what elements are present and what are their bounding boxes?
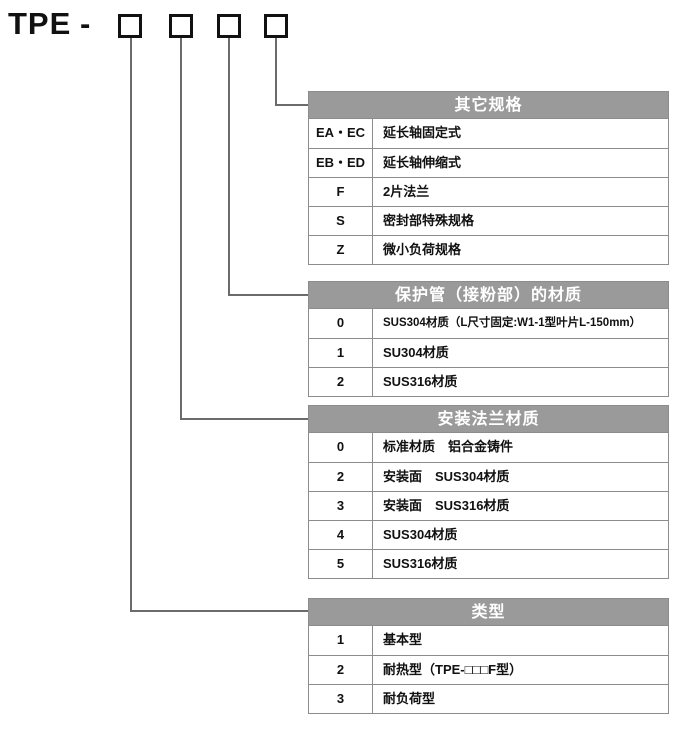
row-code: 2	[309, 463, 373, 491]
spec-table-title: 安装法兰材质	[309, 406, 668, 433]
spec-table-body: 0 SUS304材质（L尺寸固定:W1-1型叶片L-150mm） 1 SU304…	[309, 309, 668, 396]
row-code: Z	[309, 236, 373, 264]
row-code: 1	[309, 626, 373, 655]
row-description: SUS304材质（L尺寸固定:W1-1型叶片L-150mm）	[383, 317, 642, 329]
spec-table-title: 类型	[309, 599, 668, 626]
code-box-3[interactable]	[217, 14, 241, 38]
row-code: EA・EC	[309, 119, 373, 148]
row-code: 2	[309, 656, 373, 684]
spec-table-mounting-flange-material: 安装法兰材质 0 标准材质 铝合金铸件 2 安装面 SUS304材质 3 安装面…	[308, 405, 669, 579]
table-row: F 2片法兰	[309, 177, 668, 206]
row-description: 耐负荷型	[383, 691, 436, 706]
connector-vertical-box3	[228, 38, 230, 296]
row-code: EB・ED	[309, 149, 373, 177]
connector-vertical-box2	[180, 38, 182, 420]
spec-table-body: 1 基本型 2 耐热型（TPE-□□□F型） 3 耐负荷型	[309, 626, 668, 713]
table-row: 3 安装面 SUS316材质	[309, 491, 668, 520]
row-description: SUS304材质	[383, 527, 458, 542]
connector-vertical-box4	[275, 38, 277, 106]
row-description: 安装面 SUS304材质	[383, 469, 510, 484]
spec-table-type: 类型 1 基本型 2 耐热型（TPE-□□□F型） 3 耐负荷型	[308, 598, 669, 714]
table-row: 5 SUS316材质	[309, 549, 668, 578]
model-dash-label: -	[80, 6, 91, 41]
table-row: 2 SUS316材质	[309, 367, 668, 396]
row-description: 延长轴固定式	[383, 125, 462, 140]
row-code: 2	[309, 368, 373, 396]
table-row: S 密封部特殊规格	[309, 206, 668, 235]
table-row: 1 基本型	[309, 626, 668, 655]
connector-horizontal-box1	[130, 610, 310, 612]
spec-table-title: 其它规格	[309, 92, 668, 119]
table-row: Z 微小负荷规格	[309, 235, 668, 264]
row-code: F	[309, 178, 373, 206]
row-description: 密封部特殊规格	[383, 213, 475, 228]
table-row: 3 耐负荷型	[309, 684, 668, 713]
row-code: 3	[309, 492, 373, 520]
row-code: 4	[309, 521, 373, 549]
table-row: EB・ED 延长轴伸缩式	[309, 148, 668, 177]
spec-table-body: 0 标准材质 铝合金铸件 2 安装面 SUS304材质 3 安装面 SUS316…	[309, 433, 668, 578]
spec-table-other-specs: 其它规格 EA・EC 延长轴固定式 EB・ED 延长轴伸缩式 F 2片法兰 S …	[308, 91, 669, 265]
row-code: 3	[309, 685, 373, 713]
row-description: 延长轴伸缩式	[383, 155, 462, 170]
row-description: SUS316材质	[383, 556, 458, 571]
code-box-1[interactable]	[118, 14, 142, 38]
row-description: 微小负荷规格	[383, 242, 462, 257]
table-row: 2 耐热型（TPE-□□□F型）	[309, 655, 668, 684]
table-row: 0 SUS304材质（L尺寸固定:W1-1型叶片L-150mm）	[309, 309, 668, 338]
connector-horizontal-box2	[180, 418, 310, 420]
row-description: 基本型	[383, 632, 423, 647]
spec-table-title: 保护管（接粉部）的材质	[309, 282, 668, 309]
connector-horizontal-box4	[275, 104, 310, 106]
row-description: 2片法兰	[383, 184, 430, 199]
row-description: 耐热型（TPE-□□□F型）	[383, 662, 523, 677]
row-description: SUS316材质	[383, 374, 458, 389]
table-row: 4 SUS304材质	[309, 520, 668, 549]
code-box-4[interactable]	[264, 14, 288, 38]
table-row: 1 SU304材质	[309, 338, 668, 367]
row-description: 安装面 SUS316材质	[383, 498, 510, 513]
spec-table-protection-tube-material: 保护管（接粉部）的材质 0 SUS304材质（L尺寸固定:W1-1型叶片L-15…	[308, 281, 669, 397]
row-description: 标准材质 铝合金铸件	[383, 439, 514, 454]
row-code: 0	[309, 309, 373, 338]
row-code: S	[309, 207, 373, 235]
connector-horizontal-box3	[228, 294, 310, 296]
row-code: 1	[309, 339, 373, 367]
table-row: 2 安装面 SUS304材质	[309, 462, 668, 491]
code-box-2[interactable]	[169, 14, 193, 38]
row-code: 0	[309, 433, 373, 462]
spec-table-body: EA・EC 延长轴固定式 EB・ED 延长轴伸缩式 F 2片法兰 S 密封部特殊…	[309, 119, 668, 264]
table-row: EA・EC 延长轴固定式	[309, 119, 668, 148]
connector-vertical-box1	[130, 38, 132, 612]
table-row: 0 标准材质 铝合金铸件	[309, 433, 668, 462]
model-prefix-label: TPE	[8, 6, 72, 41]
row-description: SU304材质	[383, 345, 449, 360]
model-code-header: TPE -	[0, 0, 679, 60]
row-code: 5	[309, 550, 373, 578]
